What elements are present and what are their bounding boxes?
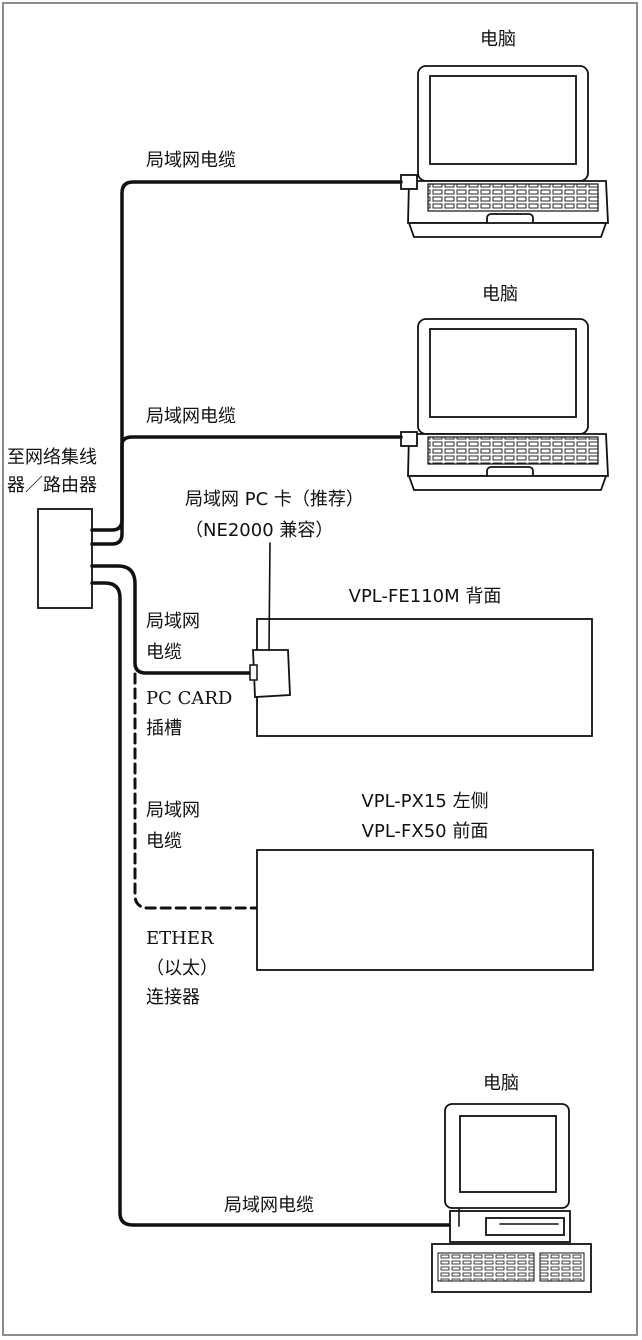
lan-cable-middle-label: 局域网电缆 [146, 406, 236, 427]
lan-cable-pc-card-label-line-1: 局域网 [146, 611, 200, 632]
pc-card-slot-label-line-1: PC CARD [146, 688, 232, 709]
lan-cable-top-line [90, 180, 403, 532]
px15-fx50-panel [256, 849, 594, 971]
lan-cable-bottom-line [90, 581, 460, 1227]
pc-card-icon [249, 542, 291, 698]
lan-cable-middle-line [90, 435, 403, 546]
desktop-computer-icon [431, 1103, 592, 1293]
ether-label-line-2: （以太） [146, 958, 218, 979]
fx50-front-label: VPL-FX50 前面 [362, 821, 489, 842]
computer-middle-laptop-icon [400, 318, 609, 491]
fe110m-back-label: VPL-FE110M 背面 [349, 586, 502, 607]
computer-bottom-label: 电脑 [483, 1073, 519, 1094]
lan-cable-top-label: 局域网电缆 [146, 150, 236, 171]
computer-top-label: 电脑 [480, 29, 516, 50]
ether-label-line-3: 连接器 [146, 987, 200, 1008]
computer-top-laptop-icon [400, 65, 609, 238]
lan-cable-ether-label-line-1: 局域网 [146, 800, 200, 821]
lan-cable-pc-card-line [90, 564, 255, 675]
hub-label-line-2: 器／路由器 [7, 475, 97, 496]
hub-label-line-1: 至网络集线 [7, 447, 97, 468]
px15-left-label: VPL-PX15 左侧 [361, 791, 488, 812]
hub-router-box [37, 508, 93, 609]
lan-cable-ether-label-line-2: 电缆 [146, 831, 182, 852]
lan-cable-bottom-label: 局域网电缆 [224, 1195, 314, 1216]
pc-card-slot-label-line-2: 插槽 [146, 718, 182, 739]
computer-middle-label: 电脑 [482, 284, 518, 305]
lan-cable-ether-dashed-line [133, 672, 259, 910]
pc-card-label-line-2: （NE2000 兼容） [185, 520, 333, 541]
ether-label-line-1: ETHER [146, 928, 214, 949]
pc-card-label-line-1: 局域网 PC 卡（推荐） [185, 489, 364, 510]
lan-cable-pc-card-label-line-2: 电缆 [146, 642, 182, 663]
fe110m-back-panel [256, 618, 593, 737]
